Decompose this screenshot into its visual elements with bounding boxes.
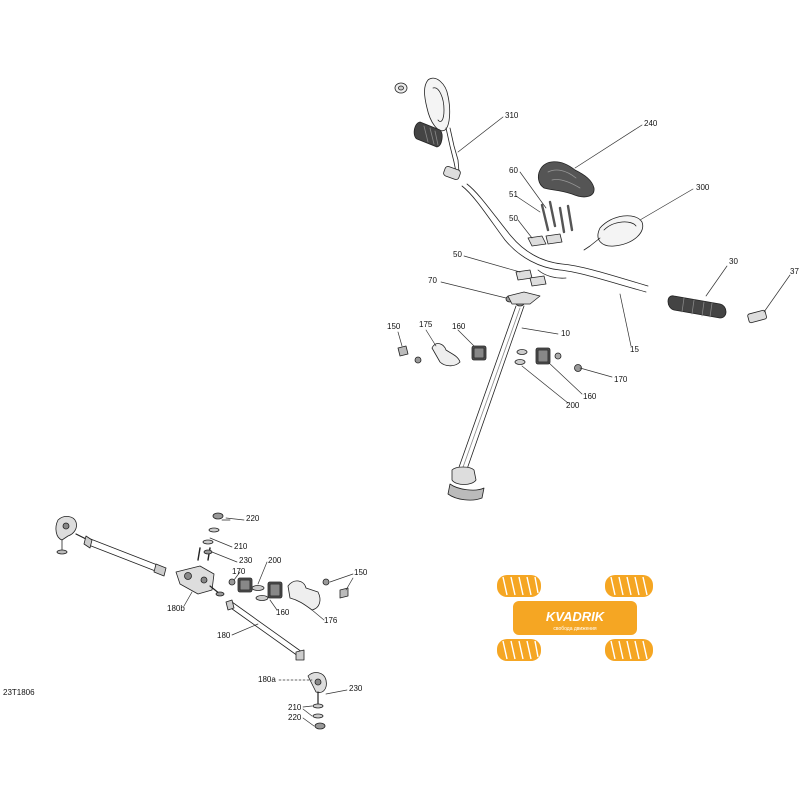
callout-176: 176: [324, 616, 338, 625]
leader-lines-upper: [397, 116, 791, 404]
callout-300: 300: [696, 183, 710, 192]
callout-240: 240: [644, 119, 658, 128]
callout-180a: 180a: [258, 675, 276, 684]
callout-180: 180: [217, 631, 231, 640]
callout-30: 30: [729, 257, 738, 266]
logo-tagline: свобода движения: [553, 626, 597, 632]
bushing-160-left: [471, 345, 487, 361]
callout-10: 10: [561, 329, 570, 338]
callout-230-lower: 230: [349, 684, 363, 693]
callout-310: 310: [505, 111, 519, 120]
callout-175: 175: [419, 320, 433, 329]
upper-clamps: [527, 233, 563, 247]
handlebar-cover: [537, 161, 595, 198]
nuts-150: [397, 345, 422, 364]
callout-150-lower: 150: [354, 568, 368, 577]
callout-170-lower: 170: [232, 567, 246, 576]
left-mirror: [424, 77, 461, 180]
lower-bushings: [228, 577, 283, 601]
callout-160-upper-left: 160: [452, 322, 466, 331]
right-mirror: [583, 215, 644, 251]
callout-220-lower: 220: [288, 713, 302, 722]
left-grip: [413, 121, 443, 148]
mirror-cap: [394, 82, 408, 94]
callout-51: 51: [509, 190, 518, 199]
callout-15: 15: [630, 345, 639, 354]
kvadrik-logo: KVADRIK свобода движения: [497, 575, 653, 661]
callout-160-upper-right: 160: [583, 392, 597, 401]
callout-70: 70: [428, 276, 437, 285]
callout-160-lower: 160: [276, 608, 290, 617]
nut-170: [574, 364, 582, 372]
diagram-code: 23T1806: [3, 688, 35, 697]
lower-clamps: [515, 269, 547, 287]
callout-210-lower: 210: [288, 703, 302, 712]
bracket-175: [431, 343, 461, 367]
callout-170-upper: 170: [614, 375, 628, 384]
callout-60: 60: [509, 166, 518, 175]
steering-arm: [175, 547, 225, 597]
callout-37: 37: [790, 267, 799, 276]
callout-50-lower: 50: [453, 250, 462, 259]
bar-end-plug: [747, 309, 767, 324]
bracket-176: [287, 580, 321, 611]
callout-200-lower: 200: [268, 556, 282, 565]
bushing-160-right: [535, 347, 562, 365]
callout-50-upper: 50: [509, 214, 518, 223]
tie-rod-end-left: [55, 516, 89, 555]
callout-180b: 180b: [167, 604, 185, 613]
clamp-bolts: [540, 200, 574, 234]
steering-column: [447, 291, 541, 501]
callout-200-upper: 200: [566, 401, 580, 410]
nuts-washers-upper: [202, 512, 231, 555]
tie-rod-end-right: [307, 672, 327, 730]
callout-220-upper: 220: [246, 514, 260, 523]
right-grip: [667, 295, 727, 319]
leader-lines-lower: [183, 517, 354, 727]
washers-200: [514, 349, 528, 365]
callout-230-upper: 230: [239, 556, 253, 565]
callout-210-upper: 210: [234, 542, 248, 551]
callout-150-upper: 150: [387, 322, 401, 331]
tie-rod-left: [83, 535, 167, 577]
tie-rod-right: [225, 599, 305, 661]
handlebar: [461, 183, 649, 293]
logo-tread: [502, 576, 648, 660]
logo-brand: KVADRIK: [546, 609, 606, 624]
nuts-150-lower: [322, 578, 349, 599]
